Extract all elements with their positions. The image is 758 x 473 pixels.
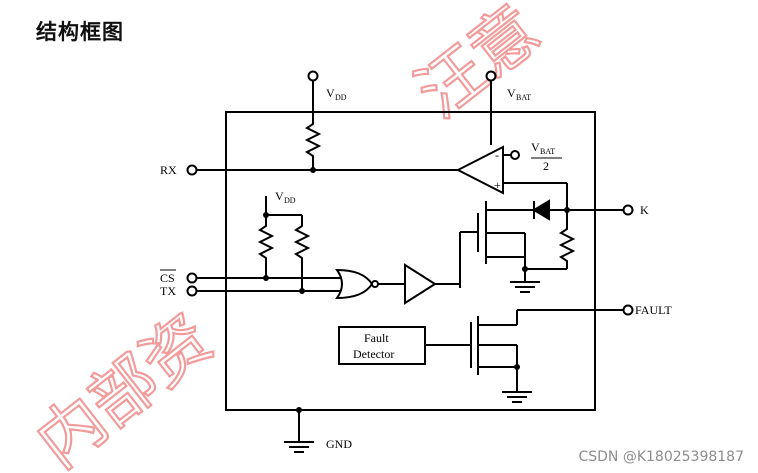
comparator-minus: - <box>495 148 499 162</box>
label-vbat-ref-sub: BAT <box>540 147 555 156</box>
label-vdd-sub: DD <box>335 93 347 102</box>
pin-rx <box>186 164 198 176</box>
label-vdd-inner-sub: DD <box>284 196 296 205</box>
fault-detector-line1: Fault <box>364 331 389 345</box>
label-cs: CS <box>160 271 175 285</box>
buffer-triangle <box>404 263 437 305</box>
credit-text: CSDN @K18025398187 <box>578 449 744 465</box>
comparator-triangle <box>455 145 504 195</box>
page-title: 结构框图 <box>36 20 124 44</box>
label-gnd: GND <box>326 437 352 451</box>
pin-labels: V DD V BAT RX V BAT 2 - + V DD K CS TX F… <box>160 86 672 451</box>
comparator-plus: + <box>494 178 501 192</box>
vbat-half-node <box>510 150 520 160</box>
label-vbat-ref: V <box>531 140 540 154</box>
pin-cs <box>186 272 198 284</box>
label-fault: FAULT <box>635 303 672 317</box>
fault-detector-line2: Detector <box>353 347 394 361</box>
pin-fault <box>622 304 634 316</box>
chip-outline <box>225 111 596 411</box>
pullup-resistor-cs <box>257 215 275 278</box>
pin-k <box>622 204 634 216</box>
k-pulldown-resistor <box>558 225 576 269</box>
pin-vdd <box>307 70 319 82</box>
label-vdd: V <box>326 86 335 100</box>
label-vbat-sub: BAT <box>516 93 531 102</box>
watermark-text-a: 内部资 <box>22 300 225 473</box>
fault-detector-block <box>338 326 426 365</box>
nor-bubble <box>371 280 379 288</box>
label-rx: RX <box>160 163 177 177</box>
watermark: 内部资 汪意 <box>21 0 555 473</box>
pullup-resistor-tx <box>293 225 311 291</box>
pin-tx <box>186 285 198 297</box>
pin-vbat <box>485 70 497 82</box>
nor-gate <box>335 268 374 300</box>
pullup-resistor-rx <box>304 120 322 170</box>
label-tx: TX <box>160 284 176 298</box>
label-vdd-inner: V <box>275 189 284 203</box>
label-vbat: V <box>507 86 516 100</box>
diode-symbol <box>532 199 550 221</box>
label-vbat-ref-den: 2 <box>543 159 549 173</box>
label-k: K <box>640 203 649 217</box>
